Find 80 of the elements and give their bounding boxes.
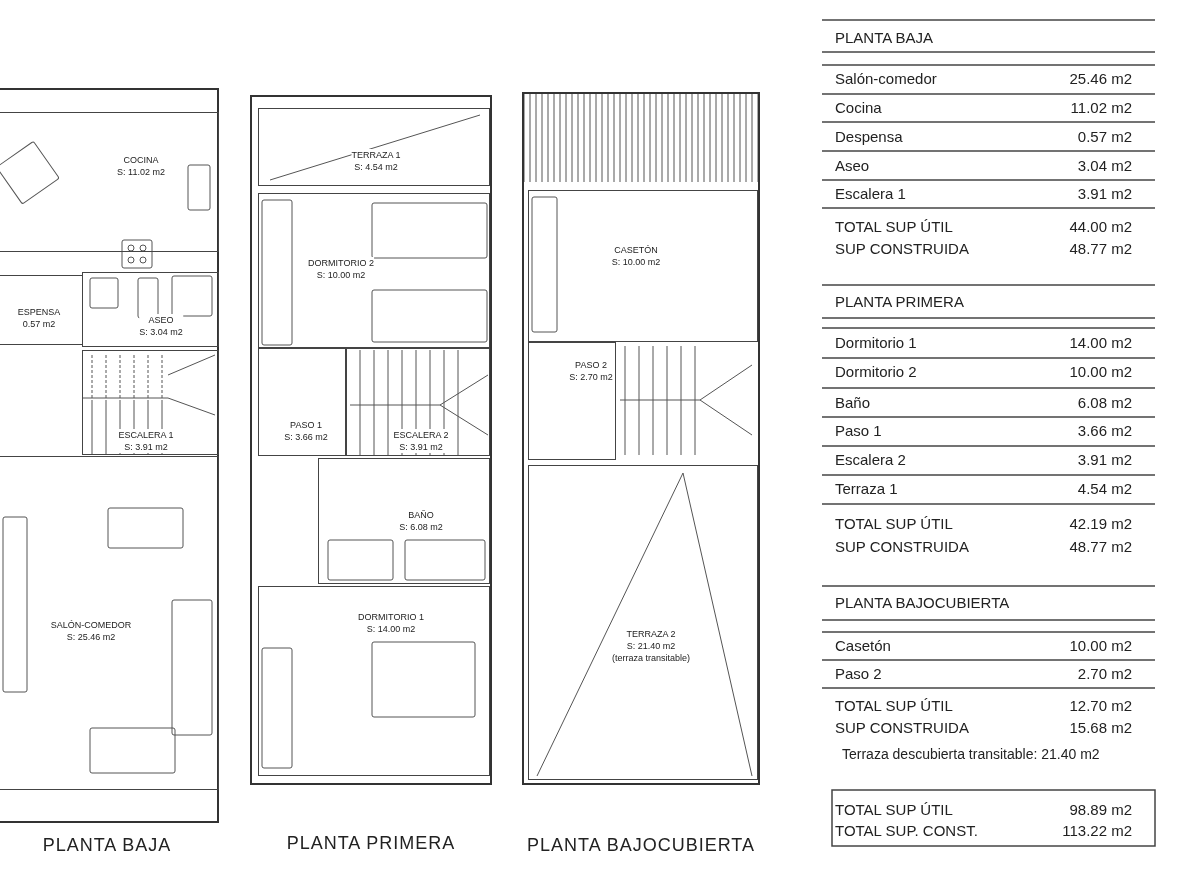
area-name: TOTAL SUP. CONST.: [835, 822, 978, 840]
area-name: TOTAL SUP ÚTIL: [835, 218, 953, 236]
room-name: ESPENSA: [17, 306, 61, 318]
room-outline: [0, 112, 219, 252]
room-area: S: 4.54 m2: [351, 161, 401, 173]
area-name: Cocina: [835, 99, 882, 117]
note-text: Terraza descubierta transitable: 21.40 m2: [842, 745, 1100, 763]
area-value: 3.66 m2: [1077, 422, 1132, 440]
area-name: Dormitorio 2: [835, 363, 917, 381]
area-value: 0.57 m2: [1077, 128, 1132, 146]
area-value: 2.70 m2: [1077, 665, 1132, 683]
room-outline: [82, 350, 219, 455]
area-value: 44.00 m2: [1069, 218, 1132, 236]
floor-heading: PLANTA BAJA: [835, 29, 934, 47]
area-value: 6.08 m2: [1077, 394, 1132, 412]
room-outline: [0, 456, 219, 790]
area-name: Escalera 1: [835, 185, 906, 203]
area-name: TOTAL SUP ÚTIL: [835, 515, 953, 533]
area-name: Casetón: [835, 637, 891, 655]
plan-title: PLANTA BAJOCUBIERTA: [525, 835, 757, 856]
area-name: Dormitorio 1: [835, 334, 917, 352]
room-outline: [528, 465, 758, 780]
room-outline: [346, 348, 490, 456]
area-name: TOTAL SUP ÚTIL: [835, 697, 953, 715]
area-value: 113.22 m2: [1062, 822, 1132, 840]
room-outline: [0, 275, 83, 345]
room-name: CASETÓN: [611, 244, 661, 256]
plan-title: PLANTA PRIMERA: [285, 833, 457, 854]
room-area: S: 10.00 m2: [611, 256, 661, 268]
area-value: 42.19 m2: [1069, 515, 1132, 533]
room-outline: [318, 458, 490, 584]
area-value: 4.54 m2: [1077, 480, 1132, 498]
area-value: 10.00 m2: [1069, 363, 1132, 381]
area-value: 15.68 m2: [1069, 719, 1132, 737]
area-value: 3.04 m2: [1077, 157, 1132, 175]
area-value: 10.00 m2: [1069, 637, 1132, 655]
room-name: ESCALERA 1: [118, 429, 174, 441]
room-area: S: 6.08 m2: [399, 521, 443, 533]
room-name: ASEO: [139, 314, 183, 326]
area-name: SUP CONSTRUIDA: [835, 240, 969, 258]
area-name: Aseo: [835, 157, 870, 175]
room-name: DORMITORIO 1: [358, 611, 424, 623]
area-value: 12.70 m2: [1069, 697, 1132, 715]
room-area: S: 2.70 m2: [569, 371, 613, 383]
room-outline: [258, 586, 490, 776]
area-value: 98.89 m2: [1069, 801, 1132, 819]
area-value: 48.77 m2: [1069, 538, 1132, 556]
plan-title: PLANTA BAJA: [41, 835, 173, 856]
area-name: SUP CONSTRUIDA: [835, 538, 969, 556]
room-name: DORMITORIO 2: [308, 257, 374, 269]
area-name: Escalera 2: [835, 451, 906, 469]
area-name: Paso 1: [835, 422, 882, 440]
room-note: (terraza transitable): [612, 652, 690, 664]
floor-heading: PLANTA PRIMERA: [835, 293, 964, 311]
area-name: Terraza 1: [835, 480, 898, 498]
room-name: SALÓN-COMEDOR: [50, 619, 132, 631]
room-name: ESCALERA 2: [393, 429, 449, 441]
room-outline: [528, 190, 758, 342]
room-area: S: 3.66 m2: [284, 431, 328, 443]
area-name: Despensa: [835, 128, 903, 146]
area-name: Baño: [835, 394, 871, 412]
room-outline: [258, 348, 346, 456]
room-outline: [258, 108, 490, 186]
area-name: TOTAL SUP ÚTIL: [835, 801, 953, 819]
area-value: 14.00 m2: [1069, 334, 1132, 352]
area-value: 3.91 m2: [1077, 185, 1132, 203]
room-outline: [82, 272, 219, 347]
area-value: 3.91 m2: [1077, 451, 1132, 469]
area-name: Salón-comedor: [835, 70, 937, 88]
room-outline: [528, 342, 616, 460]
room-area: S: 3.04 m2: [139, 326, 183, 338]
room-name: TERRAZA 1: [351, 149, 401, 161]
room-outline: [258, 193, 490, 348]
area-name: Paso 2: [835, 665, 882, 683]
area-value: 11.02 m2: [1070, 99, 1132, 117]
area-value: 48.77 m2: [1069, 240, 1132, 258]
floor-heading: PLANTA BAJOCUBIERTA: [835, 594, 1010, 612]
room-area: S: 11.02 m2: [117, 166, 165, 178]
area-value: 25.46 m2: [1069, 70, 1132, 88]
area-name: SUP CONSTRUIDA: [835, 719, 969, 737]
